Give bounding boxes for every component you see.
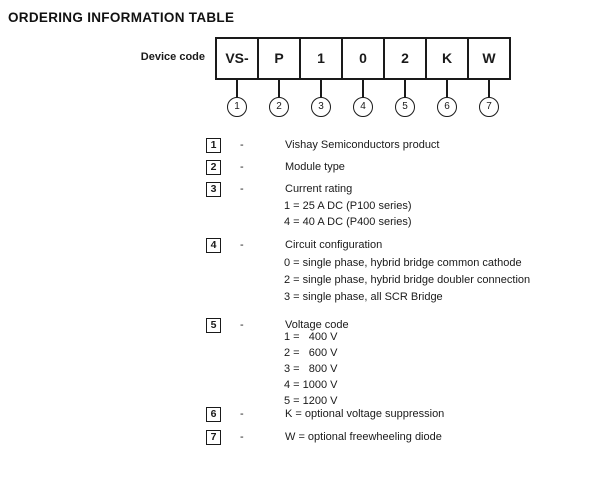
device-code-label: Device code: [140, 51, 205, 63]
connector-line-1: [236, 80, 238, 97]
device-code-cell-3: 1: [299, 37, 343, 80]
legend-dash: -: [240, 161, 244, 173]
legend-dash: -: [240, 139, 244, 151]
legend-dash: -: [240, 319, 244, 331]
legend-label-1: Vishay Semiconductors product: [285, 139, 440, 151]
legend-dash: -: [240, 183, 244, 195]
legend-item-4: 4 - Circuit configuration: [206, 238, 382, 253]
connector-line-2: [278, 80, 280, 97]
legend-item-5: 5 - Voltage code: [206, 318, 349, 333]
page-title: ORDERING INFORMATION TABLE: [8, 10, 235, 25]
legend-label-4: Circuit configuration: [285, 239, 383, 251]
legend-option: 3 = single phase, all SCR Bridge: [284, 291, 443, 303]
legend-num-box-2: 2: [206, 160, 221, 175]
legend-num-box-4: 4: [206, 238, 221, 253]
position-marker-4: 4: [353, 97, 373, 117]
legend-item-3: 3 - Current rating: [206, 182, 352, 197]
connector-line-4: [362, 80, 364, 97]
legend-num-box-7: 7: [206, 430, 221, 445]
legend-dash: -: [240, 239, 244, 251]
legend-dash: -: [240, 408, 244, 420]
legend-option: 4 = 1000 V: [284, 379, 338, 391]
legend-option: 1 = 400 V: [284, 331, 338, 343]
legend-item-6: 6 - K = optional voltage suppression: [206, 407, 444, 422]
legend-item-7: 7 - W = optional freewheeling diode: [206, 430, 442, 445]
legend-num-box-5: 5: [206, 318, 221, 333]
legend-label-5: Voltage code: [285, 319, 349, 331]
legend-item-1: 1 - Vishay Semiconductors product: [206, 138, 440, 153]
position-marker-6: 6: [437, 97, 457, 117]
position-marker-2: 2: [269, 97, 289, 117]
legend-option: 2 = 600 V: [284, 347, 338, 359]
legend-num-box-3: 3: [206, 182, 221, 197]
position-marker-5: 5: [395, 97, 415, 117]
connector-line-7: [488, 80, 490, 97]
position-marker-1: 1: [227, 97, 247, 117]
position-marker-3: 3: [311, 97, 331, 117]
connector-line-5: [404, 80, 406, 97]
legend-item-2: 2 - Module type: [206, 160, 345, 175]
legend-option: 5 = 1200 V: [284, 395, 338, 407]
legend-label-6: K = optional voltage suppression: [285, 408, 445, 420]
legend-num-box-1: 1: [206, 138, 221, 153]
device-code-cell-5: 2: [383, 37, 427, 80]
device-code-cell-2: P: [257, 37, 301, 80]
position-marker-7: 7: [479, 97, 499, 117]
legend-option: 0 = single phase, hybrid bridge common c…: [284, 257, 522, 269]
legend-label-3: Current rating: [285, 183, 353, 195]
connector-line-3: [320, 80, 322, 97]
device-code-cell-6: K: [425, 37, 469, 80]
legend-option: 1 = 25 A DC (P100 series): [284, 200, 412, 212]
connector-line-6: [446, 80, 448, 97]
device-code-cell-1: VS-: [215, 37, 259, 80]
device-code-cell-4: 0: [341, 37, 385, 80]
legend-option: 4 = 40 A DC (P400 series): [284, 216, 412, 228]
device-code-cell-7: W: [467, 37, 511, 80]
legend-num-box-6: 6: [206, 407, 221, 422]
legend-option: 3 = 800 V: [284, 363, 338, 375]
legend-dash: -: [240, 431, 244, 443]
device-code-row: VS- P 1 0 2 K W: [215, 37, 511, 80]
legend-label-2: Module type: [285, 161, 345, 173]
legend-label-7: W = optional freewheeling diode: [285, 431, 442, 443]
legend-option: 2 = single phase, hybrid bridge doubler …: [284, 274, 531, 286]
